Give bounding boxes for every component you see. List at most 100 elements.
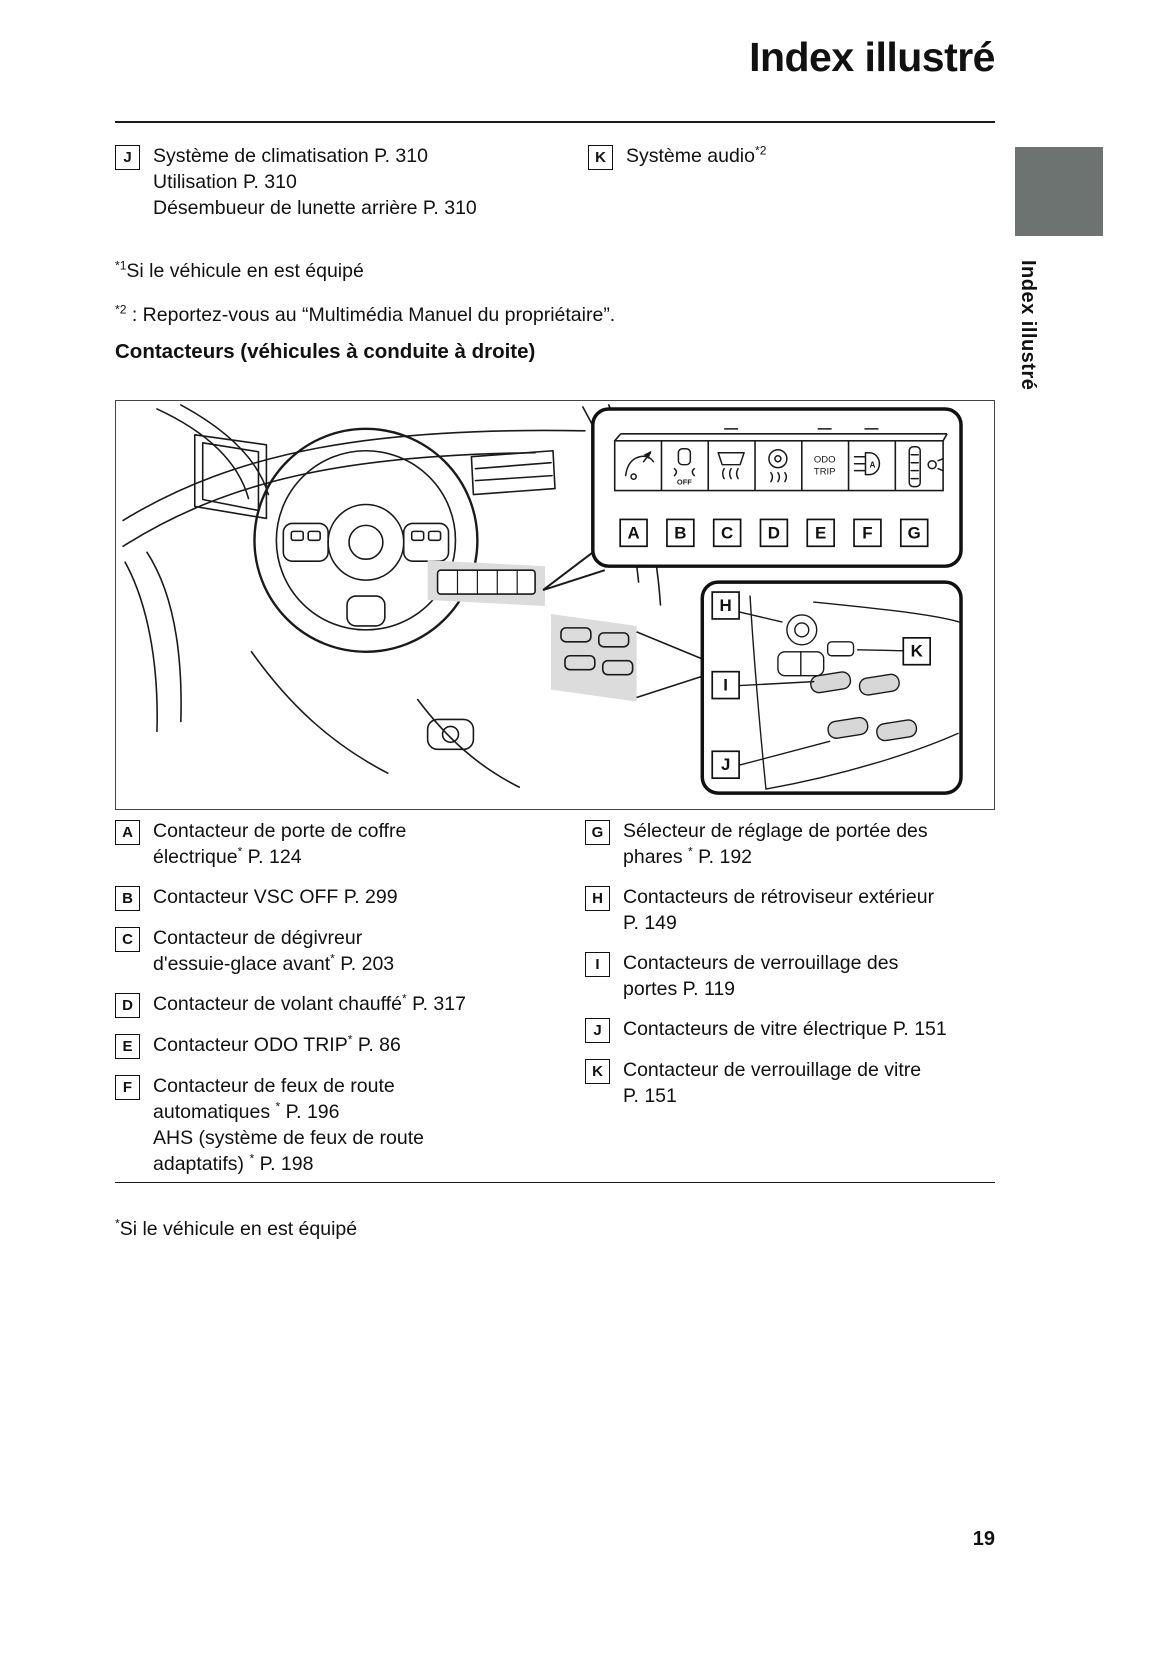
text-line: Système de climatisation P. 310	[153, 145, 428, 167]
callout-label-K: K	[911, 642, 924, 661]
odo-trip-icon: ODO TRIP	[814, 455, 836, 478]
air-vent	[470, 449, 556, 496]
index-item-B: B Contacteur VSC OFF P. 299	[115, 884, 585, 911]
gear-shifter	[426, 718, 475, 751]
vsc-off-icon: OFF	[673, 448, 696, 487]
text-line: Contacteur de porte de coffre	[153, 820, 407, 842]
text-line: Contacteur ODO TRIP* P. 86	[153, 1032, 401, 1056]
cockpit-diagram-svg: OFF ODO TRIP	[122, 404, 963, 795]
item-letter-box: D	[115, 993, 140, 1018]
text-line: Sélecteur de réglage de portée des	[623, 820, 928, 842]
item-letter-box: J	[585, 1018, 610, 1043]
text-line: automatiques * P. 196	[153, 1099, 340, 1123]
text-line: électrique* P. 124	[153, 844, 302, 868]
callout-label-B: B	[674, 523, 686, 542]
text-line: P. 149	[623, 912, 677, 934]
page-title: Index illustré	[749, 34, 995, 80]
callout-label-F: F	[862, 523, 872, 542]
title-divider	[115, 121, 995, 123]
item-letter-box: B	[115, 886, 140, 911]
door-letter-boxes: H I J K	[711, 591, 932, 779]
heated-steering-wheel-icon	[768, 449, 788, 483]
callout-label-I: I	[723, 676, 728, 695]
window-lock-switch	[826, 641, 855, 657]
section-heading: Contacteurs (véhicules à conduite à droi…	[115, 340, 536, 363]
item-letter-box: J	[115, 145, 140, 170]
chapter-side-label: Index illustré	[1017, 260, 1039, 391]
text-line: Désembueur de lunette arrière P. 310	[153, 197, 477, 219]
item-letter-box: I	[585, 952, 610, 977]
item-text: Contacteur de verrouillage de vitre P. 15…	[623, 1057, 921, 1109]
leader-J	[738, 740, 831, 766]
item-letter-box: G	[585, 820, 610, 845]
text-line: phares * P. 192	[623, 844, 753, 868]
footer-divider	[115, 1182, 995, 1183]
item-letter-box: F	[115, 1075, 140, 1100]
footnote-2: *2 : Reportez-vous au “Multimédia Manuel…	[115, 302, 616, 326]
text-line: Contacteurs de verrouillage des	[623, 952, 899, 974]
item-text: Contacteur ODO TRIP* P. 86	[153, 1032, 401, 1059]
index-item-E: E Contacteur ODO TRIP* P. 86	[115, 1032, 585, 1059]
item-letter-box: H	[585, 886, 610, 911]
headlight-leveling-icon	[908, 446, 944, 488]
item-letter-box: K	[585, 1059, 610, 1084]
panel-letter-boxes: A B C D E F G	[619, 518, 929, 548]
index-item-I: I Contacteurs de verrouillage des portes P…	[585, 950, 995, 1002]
window-switches	[810, 671, 918, 742]
item-text: Contacteur de volant chauffé* P. 317	[153, 991, 466, 1018]
item-letter-box: E	[115, 1034, 140, 1059]
text-line: Contacteur de feux de route	[153, 1075, 395, 1097]
item-text: Contacteur VSC OFF P. 299	[153, 884, 398, 911]
footnote-1: *1Si le véhicule en est équipé	[115, 258, 364, 282]
text-line: Contacteur VSC OFF P. 299	[153, 886, 398, 908]
index-item-J: J Contacteurs de vitre électrique P. 151	[585, 1016, 995, 1043]
text-line: Système audio*2	[626, 143, 767, 167]
mirror-control-knob	[777, 614, 825, 677]
steering-wheel	[253, 427, 479, 653]
svg-text:OFF: OFF	[677, 478, 692, 487]
svg-text:TRIP: TRIP	[814, 467, 836, 478]
callout-label-J: J	[721, 755, 730, 774]
callout-label-G: G	[908, 523, 921, 542]
text-line: Utilisation P. 310	[153, 171, 297, 193]
leader-K	[856, 649, 904, 652]
door-controls-callout: H I J K	[700, 580, 963, 795]
item-text: Contacteurs de verrouillage des portes P.…	[623, 950, 898, 1002]
leader-I	[738, 680, 815, 687]
item-text: Contacteurs de vitre électrique P. 151	[623, 1016, 947, 1043]
callout-label-H: H	[720, 596, 732, 615]
text-line: Contacteur de verrouillage de vitre	[623, 1059, 922, 1081]
index-item-D: D Contacteur de volant chauffé* P. 317	[115, 991, 585, 1018]
text-line: portes P. 119	[623, 978, 736, 1000]
item-letter-box: K	[588, 145, 613, 170]
item-letter-box: A	[115, 820, 140, 845]
text-line: adaptatifs) * P. 198	[153, 1151, 314, 1175]
callout-label-D: D	[768, 523, 780, 542]
text-line: AHS (système de feux de route	[153, 1127, 424, 1149]
page-number: 19	[972, 1528, 995, 1550]
text-line: P. 151	[623, 1085, 677, 1107]
callout-leader	[636, 674, 705, 699]
cockpit-illustration	[122, 404, 662, 788]
switch-panel	[613, 428, 948, 492]
dash-switch-strip	[427, 560, 546, 606]
item-letter-box: C	[115, 927, 140, 952]
footnote-bottom: *Si le véhicule en est équipé	[115, 1216, 358, 1240]
auto-high-beam-icon: A	[853, 452, 881, 476]
wiper-deicer-icon	[717, 452, 745, 480]
chapter-tab	[1015, 147, 1103, 236]
switch-panel-callout: OFF ODO TRIP	[591, 407, 963, 568]
